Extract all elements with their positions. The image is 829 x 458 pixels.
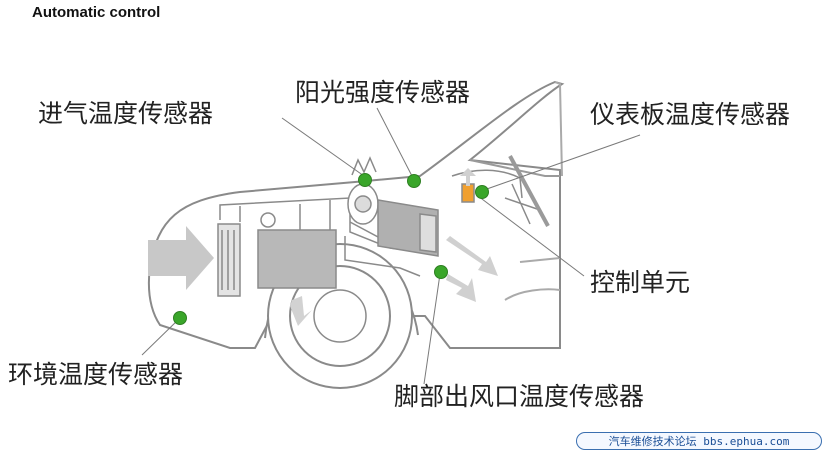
ambient-sensor-dot [173, 311, 187, 325]
footwell-vent-temp-sensor-label: 脚部出风口温度传感器 [394, 382, 645, 411]
airflow-arrows [148, 168, 498, 326]
sunlight-sensor-dot [358, 173, 372, 187]
sunlight-sensor-label: 阳光强度传感器 [295, 78, 471, 107]
intake-airflow-arrow [148, 226, 214, 290]
leader-lines [141, 107, 641, 385]
sensor-dots [173, 173, 489, 325]
ambient-temp-sensor-label: 环境温度传感器 [8, 360, 184, 389]
car-body [147, 80, 565, 349]
forum-watermark: 汽车维修技术论坛 bbs.ephua.com [576, 432, 822, 450]
intake-air-temp-sensor-label: 进气温度传感器 [38, 99, 214, 128]
dashboard-temp-sensor-label: 仪表板温度传感器 [590, 100, 791, 129]
dashboard-sensor-dot [475, 185, 489, 199]
sunlight-sensor-dot-2 [407, 174, 421, 188]
control-unit-label: 控制单元 [590, 268, 691, 297]
control-unit-box [461, 183, 475, 203]
footwell-sensor-dot [434, 265, 448, 279]
engine-components [217, 155, 550, 297]
page-title: Automatic control [32, 4, 161, 21]
